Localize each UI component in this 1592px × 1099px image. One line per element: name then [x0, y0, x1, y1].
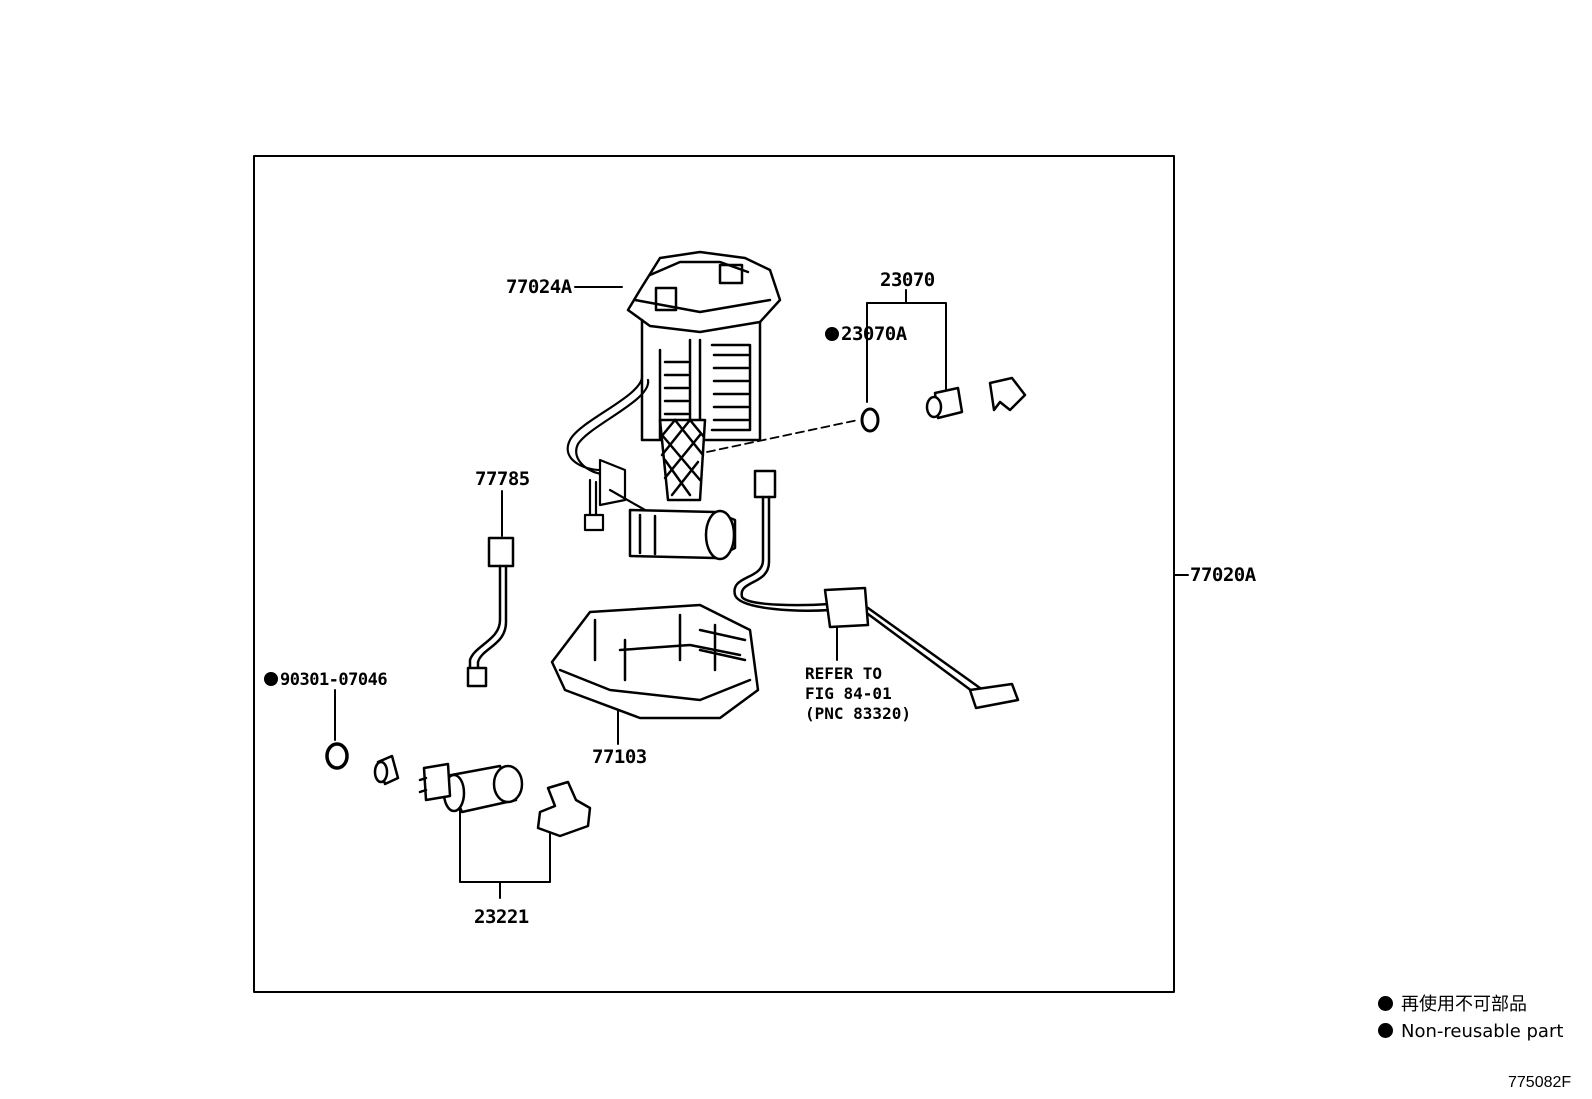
part-label-23070A-text: 23070A	[841, 323, 907, 345]
legend-japanese: 再使用不可部品	[1378, 996, 1527, 1014]
refer-line-2: FIG 84-01	[805, 684, 892, 703]
pump-wiring	[566, 373, 650, 532]
part-label-23070: 23070	[880, 269, 935, 291]
refer-line-1: REFER TO	[805, 664, 883, 683]
leader-lines	[334, 286, 1189, 899]
o-ring-90301	[325, 742, 349, 770]
fuel-sender-bracket	[626, 250, 782, 442]
non-reusable-bullet-icon	[264, 672, 278, 686]
spacer	[373, 754, 400, 786]
legend-english-text: Non-reusable part	[1401, 1021, 1564, 1042]
refer-note: REFER TO FIG 84-01 (PNC 83320)	[805, 664, 911, 724]
fuel-filter-mesh	[658, 418, 707, 502]
part-label-77024A: 77024A	[506, 276, 572, 298]
figure-id: 775082F	[1508, 1074, 1572, 1091]
o-ring-23070A	[860, 407, 880, 433]
pump-cartridge-23221	[418, 762, 592, 838]
legend-english: Non-reusable part	[1378, 1023, 1563, 1041]
part-label-77020A: 77020A	[1190, 564, 1256, 586]
alignment-dashed-line	[706, 419, 859, 453]
part-label-23070A: 23070A	[825, 325, 907, 344]
main-harness	[733, 469, 1020, 710]
fuel-pump-body	[628, 508, 737, 561]
bullet-icon	[1378, 1023, 1393, 1038]
part-label-77785: 77785	[475, 468, 530, 490]
sender-base-77103	[550, 603, 760, 720]
connector-23070	[925, 376, 1027, 420]
legend-japanese-text: 再使用不可部品	[1401, 994, 1527, 1015]
part-label-90301-07046: 90301-07046	[264, 670, 388, 690]
part-label-90301-text: 90301-07046	[280, 670, 388, 690]
part-label-77103: 77103	[592, 746, 647, 768]
part-label-23221: 23221	[474, 906, 529, 928]
sub-harness-77785	[466, 536, 515, 688]
non-reusable-bullet-icon	[825, 327, 839, 341]
refer-line-3: (PNC 83320)	[805, 704, 911, 723]
bullet-icon	[1378, 996, 1393, 1011]
